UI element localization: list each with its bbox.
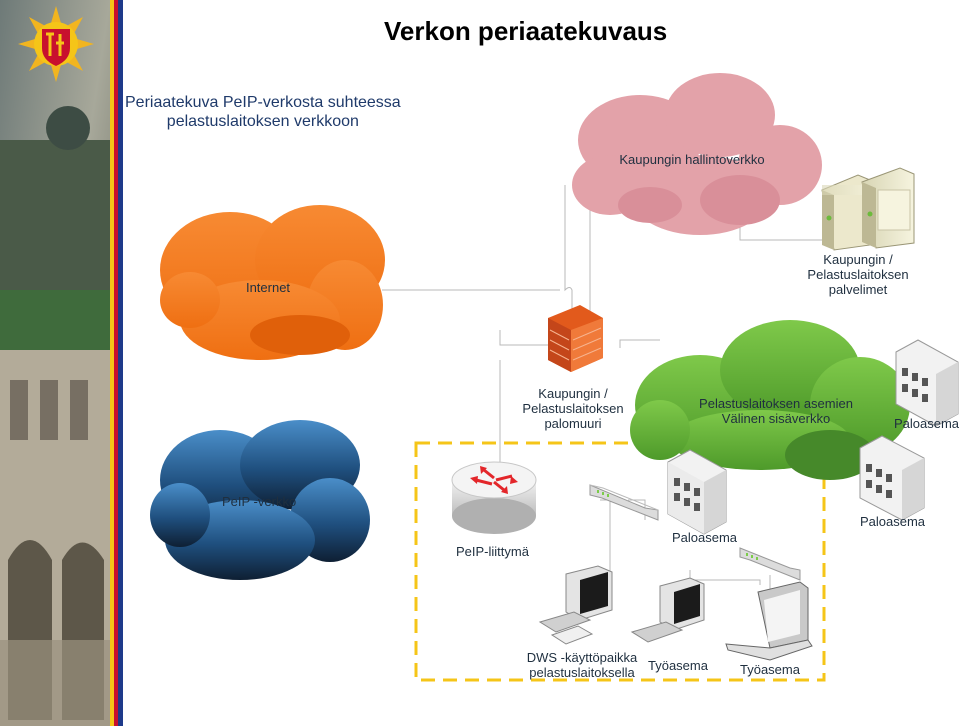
- label-dws-workplace: DWS -käyttöpaikka pelastuslaitoksella: [527, 650, 638, 680]
- station-network-cloud: [630, 320, 910, 480]
- label-firewall: Kaupungin / Pelastuslaitoksen palomuuri: [522, 386, 623, 431]
- dws-line-1: DWS -käyttöpaikka: [526, 650, 638, 665]
- stripe-red: [114, 0, 118, 726]
- label-peip-network: PeIP -verkko: [222, 494, 297, 509]
- label-admin-network: Kaupungin hallintoverkko: [619, 152, 765, 167]
- firewall-line-3: palomuuri: [544, 416, 602, 431]
- peip-network-cloud: [150, 420, 370, 580]
- desktop-computer-icon: [538, 565, 613, 645]
- servers-line-3: palvelimet: [828, 282, 888, 297]
- switch-icon: [589, 484, 659, 521]
- firewall-line-1: Kaupungin /: [538, 386, 608, 401]
- page-title: Verkon periaatekuvaus: [384, 16, 668, 46]
- switch-icon: [739, 547, 801, 581]
- dws-line-2: pelastuslaitoksella: [529, 665, 635, 680]
- firewall-icon: [548, 305, 603, 372]
- desktop-computer-icon: [630, 577, 705, 643]
- label-workstation-1: Työasema: [648, 658, 708, 673]
- internet-cloud: [160, 205, 385, 360]
- label-fire-station-c: Paloasema: [672, 530, 738, 545]
- firewall-line-2: Pelastuslaitoksen: [522, 401, 624, 416]
- station-net-line-1: Pelastuslaitoksen asemien: [699, 396, 853, 411]
- label-fire-station-b: Paloasema: [860, 514, 926, 529]
- router-icon: [451, 461, 537, 534]
- laptop-icon: [725, 581, 813, 661]
- building-photo: [0, 0, 110, 726]
- label-peip-interface: PeIP-liittymä: [456, 544, 529, 559]
- fire-rescue-emblem: [18, 6, 94, 82]
- label-servers: Kaupungin / Pelastuslaitoksen palvelimet: [807, 252, 908, 297]
- station-net-line-2: Välinen sisäverkko: [721, 411, 831, 426]
- servers-line-2: Pelastuslaitoksen: [807, 267, 909, 282]
- subtitle-line-2: pelastuslaitoksen verkkoon: [166, 113, 359, 130]
- label-station-network: Pelastuslaitoksen asemien Välinen sisäve…: [699, 396, 853, 426]
- servers-line-1: Kaupungin /: [823, 252, 893, 267]
- stripe-yellow: [110, 0, 114, 726]
- dws-zone-border: [414, 441, 826, 682]
- label-internet: Internet: [245, 280, 291, 295]
- fire-station-icon: [667, 449, 727, 535]
- page-subtitle: Periaatekuva PeIP-verkosta suhteessa pel…: [125, 93, 401, 131]
- label-workstation-2: Työasema: [740, 662, 800, 677]
- server-icon: [821, 167, 915, 251]
- label-fire-station-a: Paloasema: [894, 416, 960, 431]
- fire-station-icon: [895, 339, 959, 427]
- stripe-blue: [118, 0, 123, 726]
- admin-network-cloud: [572, 73, 822, 235]
- fire-station-icon: [859, 435, 925, 521]
- subtitle-line-1: Periaatekuva PeIP-verkosta suhteessa: [125, 94, 401, 111]
